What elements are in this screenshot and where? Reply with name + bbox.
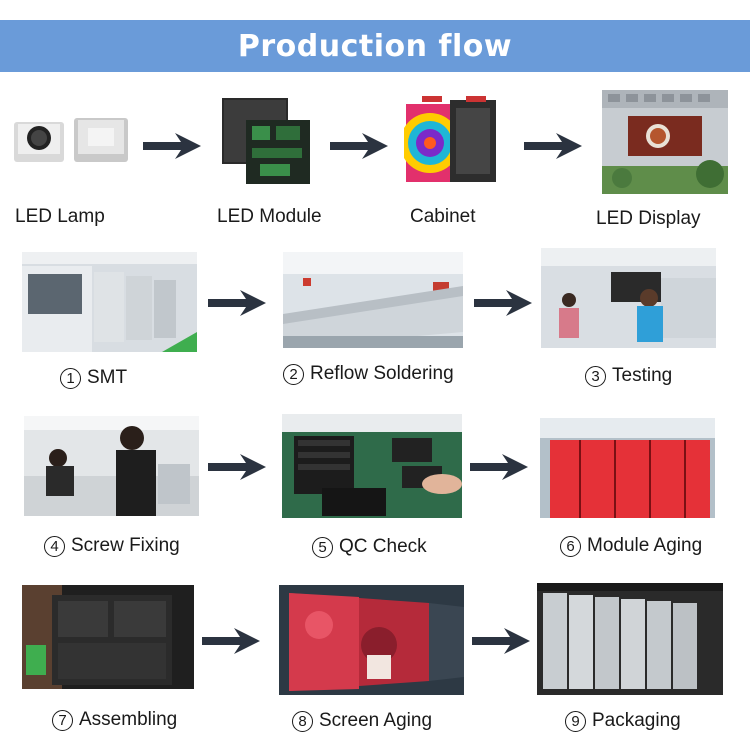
- product-label-cabinet: Cabinet: [410, 206, 476, 227]
- module-aging-photo: [540, 418, 715, 518]
- step-label-packaging: 9 Packaging: [565, 710, 681, 732]
- product-label-led-module: LED Module: [217, 206, 322, 227]
- step-label-testing: 3 Testing: [585, 365, 672, 387]
- step-label-smt: 1 SMT: [60, 367, 127, 389]
- arrow-icon: [472, 628, 530, 654]
- screw-fixing-photo: [24, 416, 199, 516]
- arrow-icon: [524, 133, 582, 159]
- step-label-text: SMT: [87, 367, 128, 388]
- screen-aging-photo: [279, 585, 464, 695]
- arrow-icon: [208, 290, 266, 316]
- step-label-text: Testing: [612, 365, 673, 386]
- product-label-led-display: LED Display: [596, 208, 701, 229]
- qc-check-photo: [282, 414, 462, 518]
- arrow-icon: [202, 628, 260, 654]
- step-label-screw-fixing: 4 Screw Fixing: [44, 535, 180, 557]
- step-label-text: Screen Aging: [319, 710, 433, 731]
- step-label-module-aging: 6 Module Aging: [560, 535, 702, 557]
- cabinet-photo: [404, 96, 499, 186]
- step-number-badge: 3: [585, 365, 606, 387]
- arrow-icon: [474, 290, 532, 316]
- step-label-qc-check: 5 QC Check: [312, 536, 427, 558]
- step-number-badge: 5: [312, 536, 333, 558]
- step-label-text: Reflow Soldering: [310, 363, 454, 384]
- arrow-icon: [143, 133, 201, 159]
- arrow-icon: [330, 133, 388, 159]
- led-module-photo: [220, 96, 312, 186]
- page-title: Production flow: [237, 28, 513, 64]
- reflow-soldering-photo: [283, 252, 463, 348]
- testing-photo: [541, 248, 716, 348]
- step-label-text: Assembling: [79, 709, 178, 730]
- step-number-badge: 4: [44, 535, 65, 557]
- arrow-icon: [470, 454, 528, 480]
- step-label-reflow-soldering: 2 Reflow Soldering: [283, 363, 454, 385]
- smt-photo: [22, 252, 197, 352]
- step-label-screen-aging: 8 Screen Aging: [292, 710, 432, 732]
- step-label-text: Module Aging: [587, 535, 703, 556]
- assembling-photo: [22, 585, 194, 689]
- product-label-led-lamp: LED Lamp: [15, 206, 105, 227]
- led-lamp-photo: [8, 108, 133, 170]
- step-label-text: Packaging: [592, 710, 681, 731]
- step-number-badge: 1: [60, 367, 81, 389]
- step-number-badge: 7: [52, 709, 73, 731]
- arrow-icon: [208, 454, 266, 480]
- step-label-text: Screw Fixing: [71, 535, 180, 556]
- title-banner: Production flow: [0, 20, 750, 72]
- step-number-badge: 8: [292, 710, 313, 732]
- step-number-badge: 9: [565, 710, 586, 732]
- step-label-text: QC Check: [339, 536, 427, 557]
- led-display-photo: [602, 90, 728, 194]
- step-label-assembling: 7 Assembling: [52, 709, 177, 731]
- packaging-photo: [537, 583, 723, 695]
- step-number-badge: 6: [560, 535, 581, 557]
- step-number-badge: 2: [283, 363, 304, 385]
